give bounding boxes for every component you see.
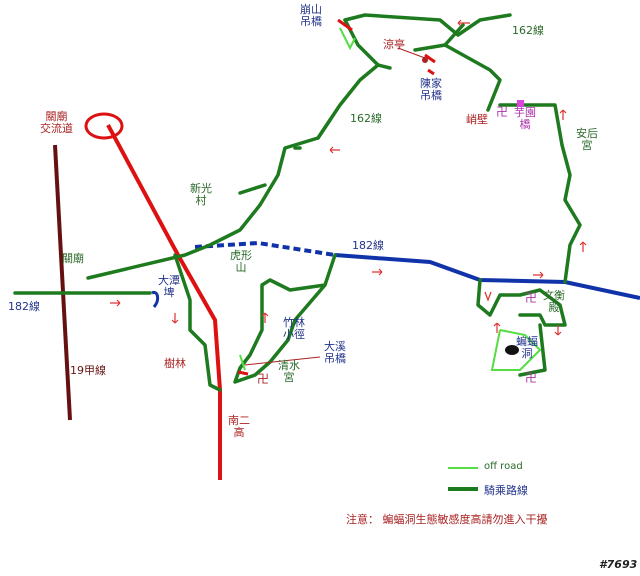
label-line: 文衡 xyxy=(543,289,565,302)
label-line: 洞 xyxy=(521,347,533,360)
label-huxing-mountain: 虎形 山 xyxy=(230,250,252,274)
label-qingshui-temple: 清水 宮 xyxy=(278,360,300,384)
label-guanmiao: 關廟 xyxy=(62,252,84,265)
bengshan-bridge-mark xyxy=(337,18,353,32)
label-shulin: 樹林 xyxy=(164,357,186,370)
notice-text: 注意： 蝙蝠洞生態敏感度高請勿進入干擾 xyxy=(346,513,548,526)
label-line: 芋園 xyxy=(514,106,536,119)
label-bat-cave: 蝙蝠 洞 xyxy=(516,336,538,360)
label-anhou-temple: 安后 宮 xyxy=(576,128,598,152)
road-19-line xyxy=(53,144,72,421)
daxi-bridge-mark xyxy=(237,370,249,376)
label-line: 交流道 xyxy=(40,122,73,135)
label-line: 大潭 xyxy=(158,274,180,287)
naner-highway-line xyxy=(106,124,222,480)
datan-dike-mark xyxy=(151,291,160,308)
label-line: 清水 xyxy=(278,359,300,372)
label-line: 高 xyxy=(233,426,245,439)
label-naner-high: 南二 高 xyxy=(228,415,250,439)
label-182-mid: 182線 xyxy=(352,239,384,252)
label-chenjia-bridge: 陳家 吊橋 xyxy=(420,78,442,102)
watermark: #7693 xyxy=(599,558,638,571)
liangting-dot xyxy=(422,57,428,63)
temple-mark-wenheng: 卍 xyxy=(525,291,537,305)
label-line: 安后 xyxy=(576,127,598,140)
label-line: 陳家 xyxy=(420,77,442,90)
temple-mark-bat: 卍 xyxy=(525,371,537,385)
chenjia-bridge-mark xyxy=(424,53,436,76)
yuyuan-bridge-mark xyxy=(517,100,524,107)
label-line: 吊橋 xyxy=(324,352,346,365)
label-qiaobi: 峭壁 xyxy=(466,113,488,126)
label-line: 吊橋 xyxy=(420,89,442,102)
label-line: 殿 xyxy=(548,301,560,314)
label-line: 虎形 xyxy=(230,249,252,262)
label-line: 關廟 xyxy=(45,110,68,123)
liangting-pointer xyxy=(397,47,426,59)
label-line: 竹林 xyxy=(283,316,305,329)
label-zhulin-trail: 竹林 小徑 xyxy=(283,317,305,341)
label-guanmiao-interchange: 關廟 交流道 xyxy=(40,111,73,135)
legend-offroad-label: off road xyxy=(484,461,523,472)
label-182-west: 182線 xyxy=(8,300,40,313)
bat-cave-dot xyxy=(505,345,519,355)
road-182-line xyxy=(334,253,640,300)
label-xinguang-village: 新光 村 xyxy=(190,183,212,207)
label-yuyuan-bridge: 芋園 橋 xyxy=(514,107,536,131)
label-liangting: 涼亭 xyxy=(383,38,405,51)
label-bengshan-bridge: 崩山 吊橋 xyxy=(300,4,322,28)
label-line: 宮 xyxy=(283,371,295,384)
daxi-pointer xyxy=(244,356,321,366)
label-line: 埤 xyxy=(163,286,175,299)
label-line: 村 xyxy=(195,194,207,207)
road-182-dashed xyxy=(194,240,336,257)
bike-route xyxy=(13,13,582,392)
guanmiao-interchange-circle xyxy=(84,112,124,140)
label-line: 宮 xyxy=(581,139,593,152)
label-daxi-bridge: 大溪 吊橋 xyxy=(324,341,346,365)
label-line: 蝙蝠 xyxy=(516,335,538,348)
legend-bike-label: 騎乘路線 xyxy=(484,484,528,497)
label-162-mid: 162線 xyxy=(350,112,382,125)
label-line: 橋 xyxy=(519,118,531,131)
label-line: 吊橋 xyxy=(300,15,322,28)
label-line: 南二 xyxy=(228,414,250,427)
label-line: 大溪 xyxy=(324,340,346,353)
offroad-route xyxy=(239,27,542,371)
label-datan-dike: 大潭 埤 xyxy=(158,275,180,299)
label-line: 新光 xyxy=(190,182,212,195)
label-wenheng-hall: 文衡 殿 xyxy=(543,290,565,314)
label-19-road: 19甲線 xyxy=(70,364,106,377)
direction-arrows xyxy=(110,19,587,336)
label-line: 崩山 xyxy=(300,3,322,16)
label-line: 山 xyxy=(235,261,247,274)
label-line: 小徑 xyxy=(283,328,305,341)
temple-mark-qingshui: 卍 xyxy=(257,372,269,386)
temple-mark-qiaobi: 卍 xyxy=(496,105,508,119)
label-162-north: 162線 xyxy=(512,24,544,37)
